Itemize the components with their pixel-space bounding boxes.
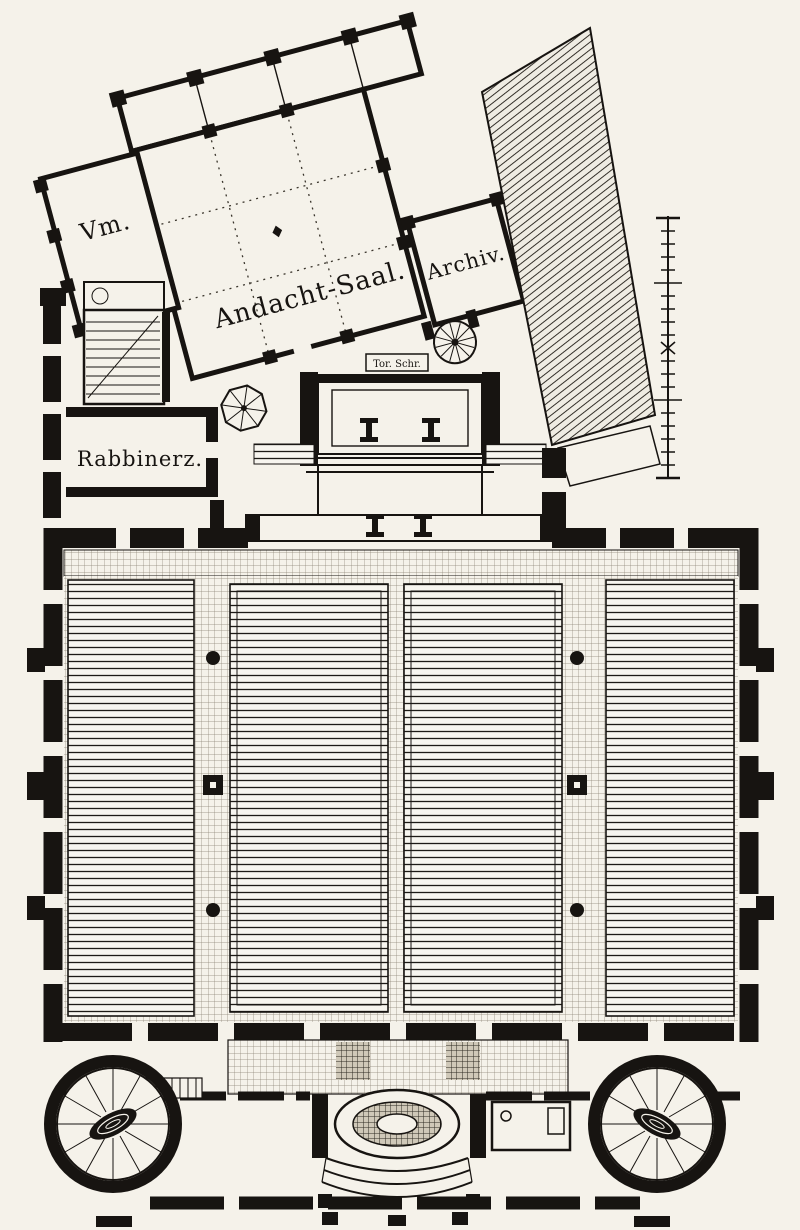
hatched-neighbor-area bbox=[480, 26, 661, 487]
hall-columns bbox=[203, 651, 587, 917]
vestibule-side-room bbox=[490, 1100, 572, 1152]
room-andacht-saal: Andacht-Saal. bbox=[128, 86, 428, 382]
pew-block-right-inner bbox=[403, 583, 563, 1013]
octagon-stair bbox=[220, 384, 268, 432]
label-torah-shrine: Tor. Schr. bbox=[373, 359, 421, 370]
saal-center-ornament bbox=[272, 225, 283, 238]
mosaic-strip bbox=[227, 1039, 569, 1095]
torah-shrine-apse: Tor. Schr. bbox=[253, 353, 547, 515]
saal-door-gap bbox=[292, 342, 313, 356]
facade-base-blocks bbox=[96, 1212, 670, 1227]
head-aisle bbox=[63, 549, 739, 577]
exterior-pilasters bbox=[27, 648, 774, 920]
pew-block-right-outer bbox=[605, 579, 735, 1017]
room-rabbinerz: Rabbinerz. bbox=[66, 407, 218, 497]
shrine-brackets bbox=[360, 418, 440, 442]
scale-bar-cross bbox=[660, 341, 676, 355]
pew-block-left-outer bbox=[67, 579, 195, 1017]
scale-bar bbox=[654, 216, 682, 480]
vestibule bbox=[44, 1024, 740, 1227]
pew-block-left-inner bbox=[229, 583, 389, 1013]
room-archiv: Archiv. bbox=[400, 191, 527, 328]
stair-tower-left bbox=[44, 1055, 182, 1193]
bima-platform bbox=[245, 514, 555, 542]
main-hall bbox=[27, 448, 774, 1042]
spiral-stair bbox=[420, 308, 480, 365]
annex-wing: Andacht-Saal. Vm. Archiv. bbox=[32, 11, 527, 432]
door-swing bbox=[91, 287, 109, 305]
stair-tower-right bbox=[588, 1055, 726, 1193]
entrance-oval bbox=[312, 1088, 486, 1198]
left-annex: Rabbinerz. bbox=[40, 281, 224, 534]
room-label-rabbinerz: Rabbinerz. bbox=[77, 447, 203, 471]
straight-stair bbox=[82, 308, 166, 406]
